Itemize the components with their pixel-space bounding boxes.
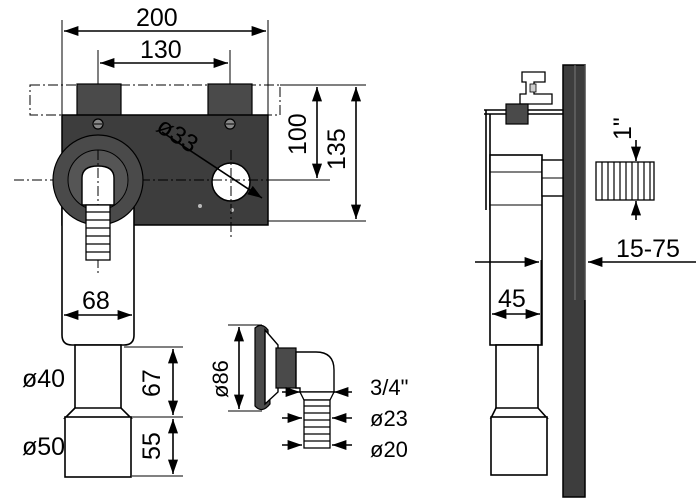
dim-hose-d20: ø20 bbox=[370, 437, 408, 462]
dim-pipe-d50: ø50 bbox=[22, 433, 65, 461]
dim-length-55: 55 bbox=[138, 432, 166, 460]
dim-hose-d23: ø23 bbox=[370, 406, 408, 431]
pipe-d50 bbox=[64, 416, 132, 478]
pipe-d40 bbox=[74, 344, 122, 411]
hose-nozzle bbox=[85, 204, 111, 261]
bolt-block-right bbox=[207, 83, 253, 117]
side-view: 45 1" 15-75 bbox=[475, 64, 696, 498]
front-view: 200 130 ø33 bbox=[14, 4, 366, 478]
dim-pipe-d40: ø40 bbox=[22, 365, 65, 393]
dim-side-thread: 1" bbox=[609, 117, 637, 140]
dim-body-depth: 45 bbox=[498, 285, 526, 313]
side-housing bbox=[489, 154, 543, 346]
bolt-block-left bbox=[76, 83, 122, 117]
dim-outlet-width: 68 bbox=[82, 287, 110, 315]
elbow-hose-end bbox=[303, 399, 331, 449]
dim-wall-depth: 15-75 bbox=[616, 235, 680, 263]
dim-length-67: 67 bbox=[138, 369, 166, 397]
wall-panel bbox=[562, 64, 586, 498]
elbow-detail: ø86 3/4" ø23 ø20 bbox=[208, 324, 408, 462]
dim-thread: 3/4" bbox=[370, 375, 408, 400]
dim-width-total: 200 bbox=[136, 4, 178, 32]
dim-flange-d86: ø86 bbox=[208, 360, 233, 398]
elbow-body bbox=[295, 351, 335, 393]
mounting-bracket bbox=[519, 71, 553, 105]
threaded-connector bbox=[595, 161, 655, 201]
dim-height-100: 100 bbox=[284, 113, 312, 155]
dim-height-135: 135 bbox=[323, 128, 351, 170]
dim-width-bolts: 130 bbox=[140, 36, 182, 64]
